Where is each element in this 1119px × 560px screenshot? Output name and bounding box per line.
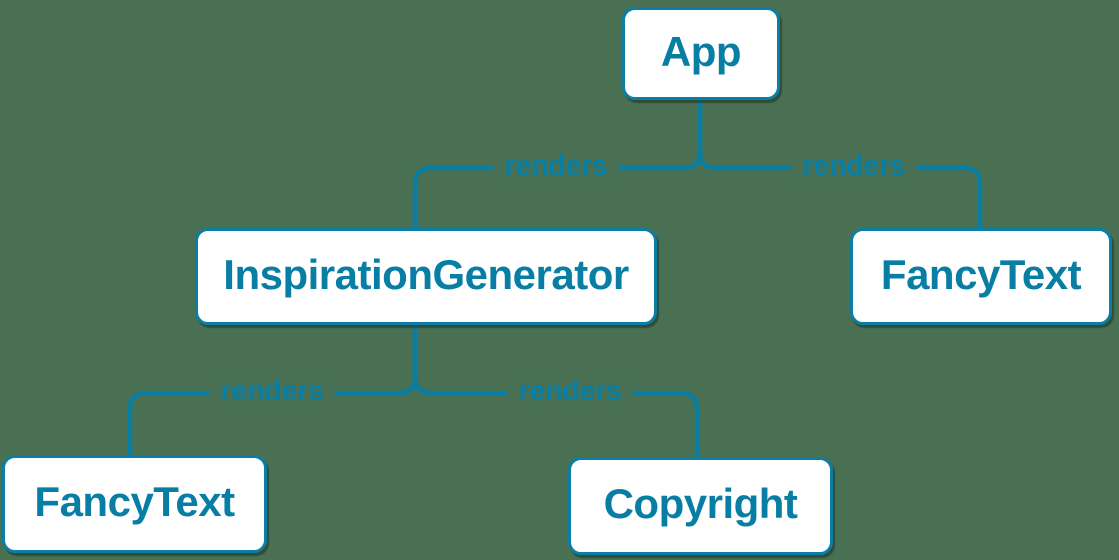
node-copyright-label: Copyright	[603, 480, 798, 527]
node-fancy-text-bottom: FancyText	[2, 455, 267, 553]
node-fancy-text-top-label: FancyText	[880, 250, 1082, 298]
node-inspiration-generator-label: InspirationGenerator	[223, 250, 629, 298]
edge-label-renders: renders	[791, 149, 917, 185]
edge-label-renders: renders	[493, 149, 619, 185]
edge-label-renders: renders	[209, 374, 335, 410]
edge-label-renders: renders	[507, 374, 633, 410]
node-fancy-text-top: FancyText	[850, 228, 1112, 325]
node-copyright: Copyright	[568, 457, 833, 555]
node-fancy-text-bottom-label: FancyText	[34, 478, 235, 525]
node-app-label: App	[660, 27, 742, 75]
node-app: App	[622, 7, 780, 100]
node-inspiration-generator: InspirationGenerator	[195, 228, 657, 325]
